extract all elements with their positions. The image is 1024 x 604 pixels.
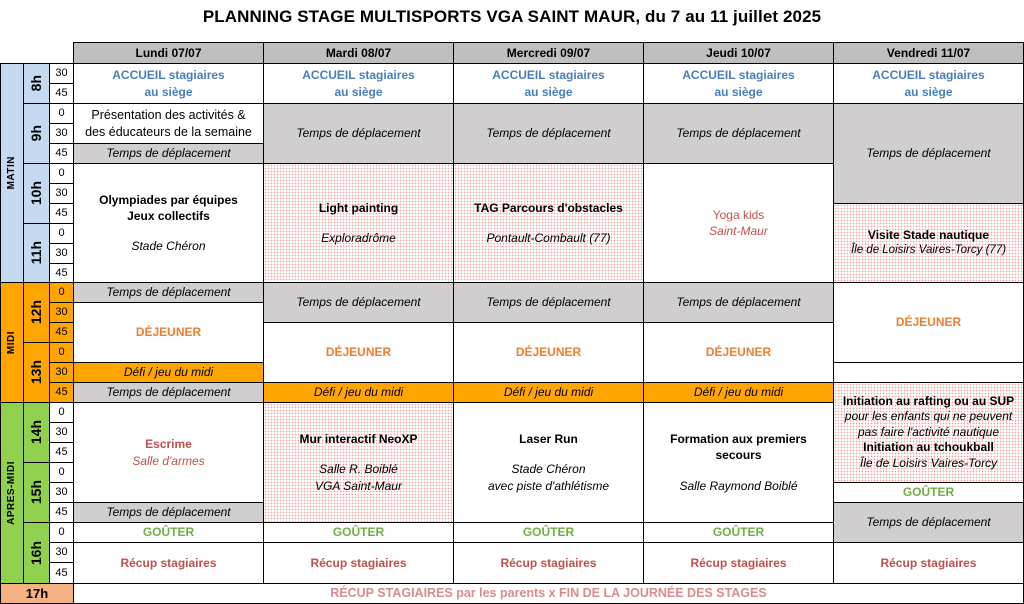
period-midi: MIDI xyxy=(0,282,24,403)
mercredi-gouter: GOÛTER xyxy=(453,522,644,543)
minute-cell: 0 xyxy=(49,342,74,363)
day-header-jeudi: Jeudi 10/07 xyxy=(643,42,834,64)
lundi-escrime: Escrime Salle d'armes xyxy=(73,402,264,503)
vendredi-accueil: ACCUEIL stagiaires au siège xyxy=(833,63,1024,104)
hour-10h: 10h xyxy=(23,163,50,224)
jeudi-deplacement-midi: Temps de déplacement xyxy=(643,282,834,323)
mardi-deplacement-midi: Temps de déplacement xyxy=(263,282,454,323)
jeudi-accueil: ACCUEIL stagiaires au siège xyxy=(643,63,834,104)
minute-cell: 0 xyxy=(49,402,74,423)
hour-12h: 12h xyxy=(23,282,50,343)
mardi-gouter: GOÛTER xyxy=(263,522,454,543)
minute-cell: 45 xyxy=(49,263,74,283)
minute-cell: 45 xyxy=(49,442,74,463)
vendredi-recup: Récup stagiaires xyxy=(833,542,1024,584)
day-header-mardi: Mardi 08/07 xyxy=(263,42,454,64)
minute-cell: 0 xyxy=(49,223,74,244)
mardi-mur-interactif: Mur interactif NeoXP Salle R. Boiblé VGA… xyxy=(263,402,454,523)
minute-cell: 45 xyxy=(49,382,74,403)
minute-cell: 0 xyxy=(49,462,74,483)
lundi-deplacement-pm: Temps de déplacement xyxy=(73,382,264,403)
vendredi-deplacement-matin: Temps de déplacement xyxy=(833,103,1024,204)
lundi-presentation: Présentation des activités & des éducate… xyxy=(73,103,264,144)
hour-8h: 8h xyxy=(23,63,50,104)
jeudi-dejeuner: DÉJEUNER xyxy=(643,322,834,383)
minute-cell: 0 xyxy=(49,163,74,184)
minute-cell: 45 xyxy=(49,562,74,584)
jeudi-defi: Défi / jeu du midi xyxy=(643,382,834,403)
hour-13h: 13h xyxy=(23,342,50,403)
mardi-deplacement-matin: Temps de déplacement xyxy=(263,103,454,164)
lundi-defi: Défi / jeu du midi xyxy=(73,362,264,383)
minute-cell: 30 xyxy=(49,183,74,204)
mardi-light-painting: Light painting Exploradrôme xyxy=(263,163,454,283)
lundi-deplacement-midi: Temps de déplacement xyxy=(73,282,264,303)
minute-cell: 30 xyxy=(49,542,74,563)
minute-cell: 0 xyxy=(49,522,74,543)
jeudi-recup: Récup stagiaires xyxy=(643,542,834,584)
day-header-lundi: Lundi 07/07 xyxy=(73,42,264,64)
lundi-recup: Récup stagiaires xyxy=(73,542,264,584)
period-matin: MATIN xyxy=(0,63,24,283)
hour-16h: 16h xyxy=(23,522,50,584)
minute-cell: 30 xyxy=(49,362,74,383)
vendredi-deplacement-retour: Temps de déplacement xyxy=(833,502,1024,543)
lundi-accueil: ACCUEIL stagiaires au siège xyxy=(73,63,264,104)
minute-cell: 45 xyxy=(49,502,74,523)
hour-14h: 14h xyxy=(23,402,50,463)
hour-15h: 15h xyxy=(23,462,50,523)
lundi-deplacement-matin: Temps de déplacement xyxy=(73,143,264,164)
minute-cell: 45 xyxy=(49,83,74,104)
vendredi-rafting: Initiation au rafting ou au SUP pour les… xyxy=(833,382,1024,483)
page-title: PLANNING STAGE MULTISPORTS VGA SAINT MAU… xyxy=(202,7,822,26)
minute-cell: 30 xyxy=(49,422,74,443)
minute-cell: 30 xyxy=(49,482,74,503)
hour-11h: 11h xyxy=(23,223,50,283)
vendredi-gouter: GOÛTER xyxy=(833,482,1024,503)
minute-cell: 0 xyxy=(49,103,74,124)
minute-cell: 30 xyxy=(49,123,74,144)
day-header-vendredi: Vendredi 11/07 xyxy=(833,42,1024,64)
lundi-deplacement-retour: Temps de déplacement xyxy=(73,502,264,523)
mardi-recup: Récup stagiaires xyxy=(263,542,454,584)
jeudi-yoga: Yoga kids Saint-Maur xyxy=(643,163,834,283)
jeudi-premiers-secours: Formation aux premiers secours Salle Ray… xyxy=(643,402,834,523)
mardi-defi: Défi / jeu du midi xyxy=(263,382,454,403)
mercredi-dejeuner: DÉJEUNER xyxy=(453,322,644,383)
mercredi-recup: Récup stagiaires xyxy=(453,542,644,584)
mercredi-laser-run: Laser Run Stade Chéron avec piste d'athl… xyxy=(453,402,644,523)
vendredi-dejeuner: DÉJEUNER xyxy=(833,282,1024,363)
mercredi-deplacement-matin: Temps de déplacement xyxy=(453,103,644,164)
day-header-mercredi: Mercredi 09/07 xyxy=(453,42,644,64)
minute-cell: 30 xyxy=(49,302,74,323)
mercredi-accueil: ACCUEIL stagiaires au siège xyxy=(453,63,644,104)
lundi-dejeuner: DÉJEUNER xyxy=(73,302,264,363)
mercredi-tag-parcours: TAG Parcours d'obstacles Pontault-Combau… xyxy=(453,163,644,283)
vendredi-stade-nautique: Visite Stade nautique Île de Loisirs Vai… xyxy=(833,203,1024,283)
mardi-accueil: ACCUEIL stagiaires au siège xyxy=(263,63,454,104)
mardi-dejeuner: DÉJEUNER xyxy=(263,322,454,383)
minute-cell: 45 xyxy=(49,143,74,164)
hour-17h: 17h xyxy=(0,583,74,604)
jeudi-gouter: GOÛTER xyxy=(643,522,834,543)
vendredi-empty-cell xyxy=(833,362,1024,383)
minute-cell: 45 xyxy=(49,322,74,343)
lundi-gouter: GOÛTER xyxy=(73,522,264,543)
minute-cell: 0 xyxy=(49,282,74,303)
mercredi-defi: Défi / jeu du midi xyxy=(453,382,644,403)
lundi-olympiades: Olympiades par équipes Jeux collectifs S… xyxy=(73,163,264,283)
minute-cell: 45 xyxy=(49,203,74,224)
period-apres-midi: APRES-MIDI xyxy=(0,402,24,584)
mercredi-deplacement-midi: Temps de déplacement xyxy=(453,282,644,323)
footer-recup-parents: RÉCUP STAGIAIRES par les parents x FIN D… xyxy=(73,583,1024,604)
hour-9h: 9h xyxy=(23,103,50,164)
jeudi-deplacement-matin: Temps de déplacement xyxy=(643,103,834,164)
minute-cell: 30 xyxy=(49,243,74,264)
minute-cell: 30 xyxy=(49,63,74,84)
